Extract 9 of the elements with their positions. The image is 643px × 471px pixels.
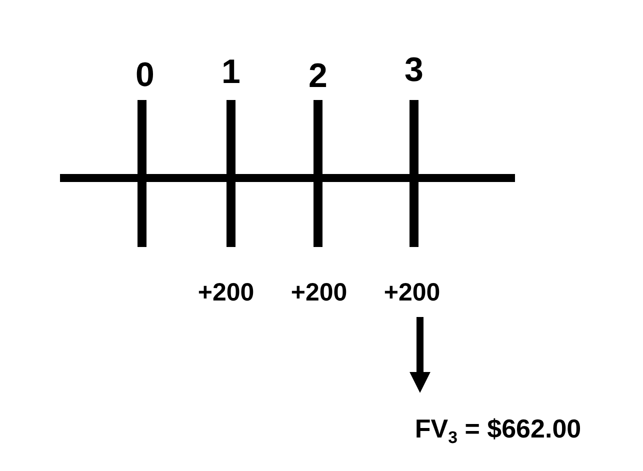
period-number: 1 [222,55,240,89]
cash-flow-amount: +200 [290,279,348,307]
period-number: 2 [308,59,328,93]
cash-flow-amount: +200 [198,279,254,307]
cash-flow-amount: +200 [384,279,440,307]
period-number: 0 [136,58,154,92]
period-number: 3 [404,53,424,87]
future-value-text: FV$_{3}$ = $662.00 [414,414,582,448]
arrow [410,317,430,393]
